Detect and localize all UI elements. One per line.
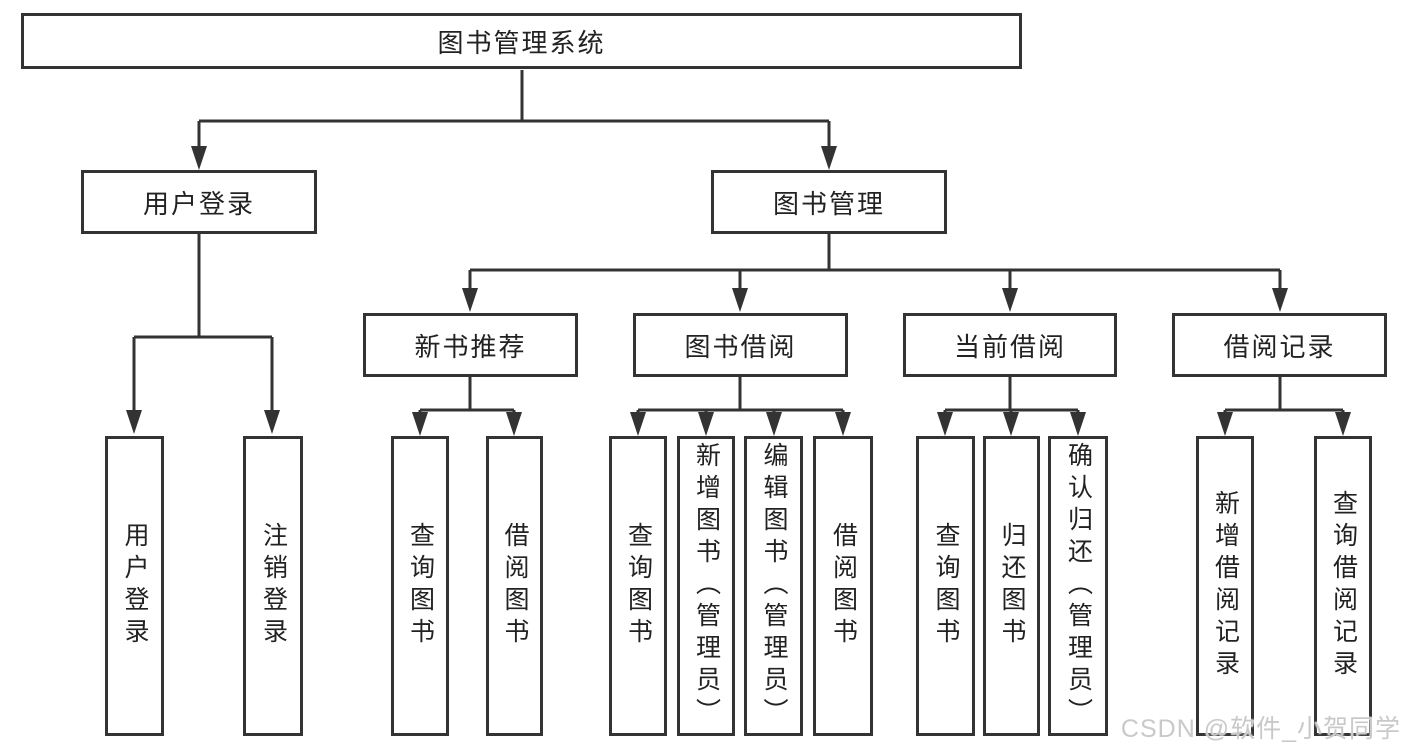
leaf-logout: 注销登录	[243, 436, 303, 736]
node-current-borrowing: 当前借阅	[903, 313, 1117, 377]
leaf-return-book: 归还图书	[983, 436, 1040, 736]
leaf-user-login: 用户登录	[105, 436, 164, 736]
leaf-add-book-admin: 新增图书（管理员）	[677, 436, 735, 736]
leaf-borrow-books-borrowing: 借阅图书	[813, 436, 873, 736]
connector-book-borrow-to-leaves	[630, 376, 851, 436]
node-new-book-recommend: 新书推荐	[363, 313, 578, 377]
connector-book-mgmt-to-groups	[462, 233, 1288, 312]
leaf-add-borrow-record: 新增借阅记录	[1196, 436, 1254, 736]
leaf-query-borrow-record: 查询借阅记录	[1314, 436, 1372, 736]
leaf-borrow-books-recommend: 借阅图书	[486, 436, 543, 736]
connector-current-borrow-to-leaves	[937, 376, 1086, 436]
connector-new-book-to-leaves	[412, 376, 522, 436]
connector-root-to-branches	[191, 70, 837, 170]
node-root-system: 图书管理系统	[21, 13, 1022, 69]
leaf-query-books-recommend: 查询图书	[391, 436, 449, 736]
node-user-login-branch: 用户登录	[81, 170, 317, 234]
csdn-watermark: CSDN @软件_小贺同学	[1120, 715, 1401, 743]
leaf-edit-book-admin: 编辑图书（管理员）	[744, 436, 803, 736]
connector-borrow-records-to-leaves	[1217, 376, 1351, 436]
connector-user-login-to-leaves	[126, 233, 280, 434]
node-book-management-branch: 图书管理	[711, 170, 947, 234]
node-borrowing-records: 借阅记录	[1172, 313, 1387, 377]
leaf-query-books-borrowing: 查询图书	[609, 436, 667, 736]
leaf-confirm-return-admin: 确认归还（管理员）	[1048, 436, 1108, 736]
node-book-borrowing: 图书借阅	[633, 313, 848, 377]
leaf-query-books-current: 查询图书	[916, 436, 975, 736]
